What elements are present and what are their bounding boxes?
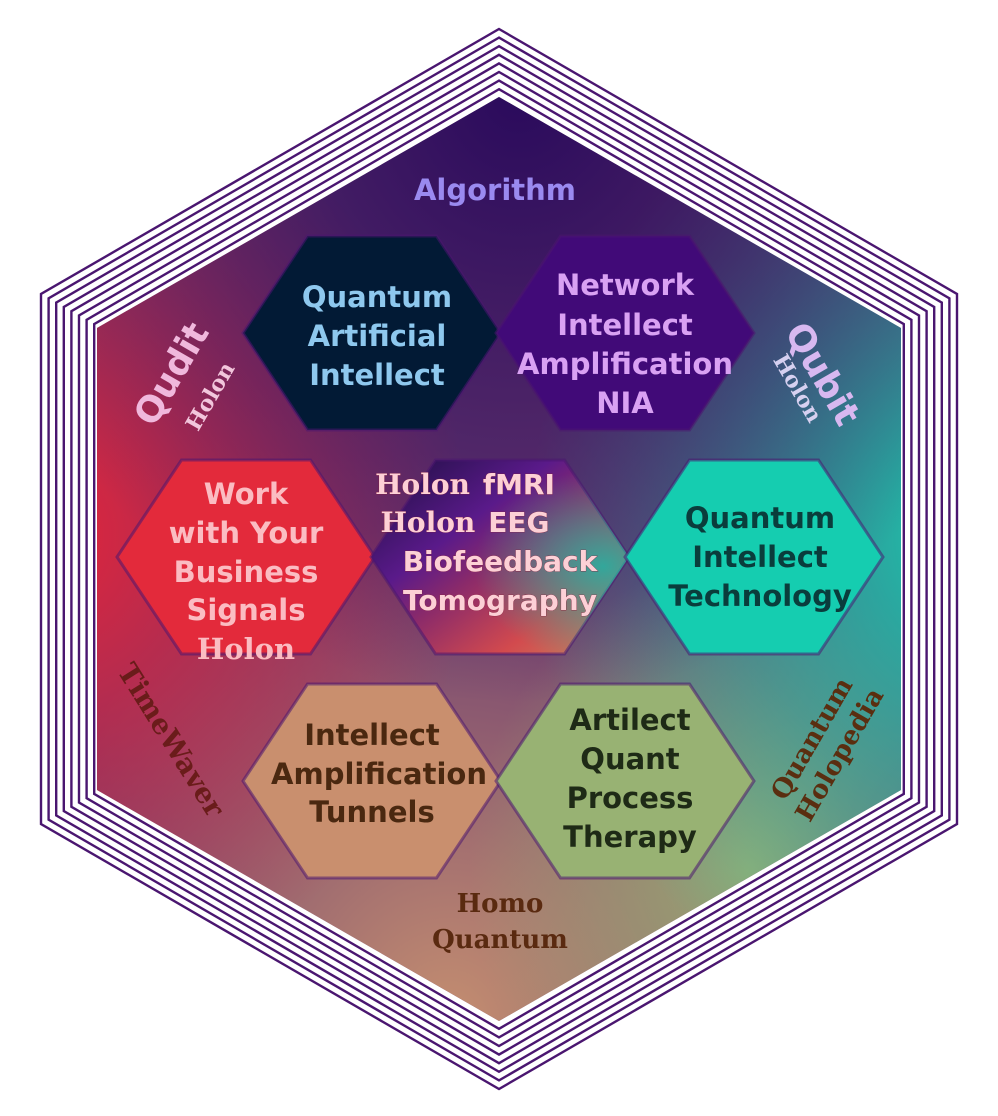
hex-quantum-intellect-technology — [623, 458, 885, 656]
center-line-4: Tomography — [403, 584, 597, 617]
text-business-signals: Work with Your Business Signals Holon — [169, 477, 324, 666]
hex-artilect-quant-process-therapy — [494, 682, 756, 880]
hex-center-overlay — [371, 460, 629, 654]
qai-line-1: Quantum — [302, 280, 452, 314]
signals-line-1: Work — [204, 477, 289, 511]
text-network-intellect-amplification: Network Intellect Amplification NIA — [517, 268, 733, 420]
text-center-biofeedback: Holon fMRI Holon EEG Biofeedback Tomogra… — [375, 468, 599, 618]
signals-line-4: Signals — [186, 593, 305, 627]
nia-line-4: NIA — [596, 386, 654, 420]
tunnels-line-3: Tunnels — [309, 795, 434, 829]
center-line-2-eeg: EEG — [488, 506, 549, 539]
tunnels-line-1: Intellect — [304, 718, 440, 752]
qit-line-2: Intellect — [692, 540, 828, 574]
signals-line-2: with Your — [169, 516, 324, 550]
center-line-1: Holon fMRI — [375, 468, 555, 501]
center-line-3: Biofeedback — [403, 545, 599, 578]
qit-line-3: Technology — [668, 579, 852, 613]
center-line-2-holon: Holon — [380, 506, 475, 539]
frame-ring — [92, 87, 905, 1031]
text-quantum-artificial-intellect: Quantum Artificial Intellect — [302, 280, 452, 392]
center-line-1-holon: Holon — [375, 468, 470, 501]
hex-intellect-amplification-tunnels — [241, 682, 503, 880]
therapy-line-4: Therapy — [563, 820, 697, 854]
text-intellect-amplification-tunnels: Intellect Amplification Tunnels — [271, 718, 487, 829]
label-homo-quantum: Quantum — [432, 925, 568, 955]
hex-business-signals — [115, 458, 377, 656]
qit-line-1: Quantum — [685, 501, 835, 535]
nia-line-1: Network — [556, 268, 695, 302]
hex-network-intellect-amplification — [494, 234, 756, 432]
center-line-1-fmri: fMRI — [483, 468, 555, 501]
therapy-line-2: Quant — [580, 742, 680, 776]
therapy-line-1: Artilect — [569, 703, 690, 737]
text-quantum-intellect-technology: Quantum Intellect Technology — [668, 501, 852, 613]
center-line-2: Holon EEG — [380, 506, 549, 539]
signals-holon: Holon — [197, 632, 295, 666]
nia-line-2: Intellect — [557, 308, 693, 342]
hex-cells — [115, 234, 885, 880]
text-artilect-quant-process-therapy: Artilect Quant Process Therapy — [563, 703, 697, 854]
qai-line-3: Intellect — [309, 358, 445, 392]
tunnels-line-2: Amplification — [271, 757, 487, 791]
signals-line-3: Business — [174, 555, 319, 589]
label-algorithm: Algorithm — [414, 173, 576, 207]
qai-line-2: Artificial — [308, 319, 447, 353]
label-homo: Homo — [457, 889, 544, 919]
hex-quantum-artificial-intellect — [241, 234, 503, 432]
therapy-line-3: Process — [567, 781, 694, 815]
nia-line-3: Amplification — [517, 347, 733, 381]
